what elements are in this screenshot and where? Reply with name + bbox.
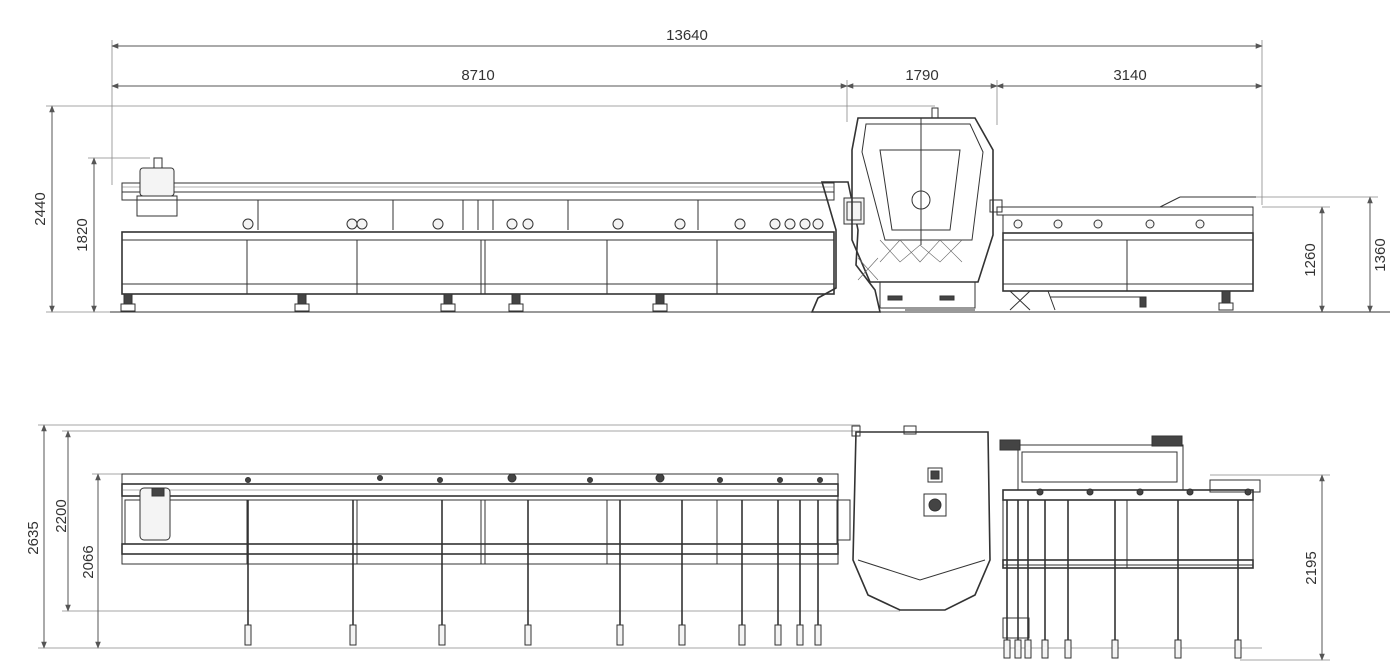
dim-outfeed-table-height: 1260 bbox=[1302, 206, 1325, 313]
dim-infeed-length-label: 8710 bbox=[461, 67, 494, 84]
dim-overall-length-label: 13640 bbox=[666, 27, 708, 44]
dim-plan-outfeed-depth-label: 2195 bbox=[1303, 551, 1320, 584]
dim-overall-height: 2440 bbox=[32, 105, 55, 313]
elevation-dimensions: 13640 8710 1790 3140 2440 1820 bbox=[32, 27, 1390, 313]
dim-plan-overall-depth-label: 2635 bbox=[25, 521, 42, 554]
dim-plan-depth-b: 2066 bbox=[80, 473, 101, 649]
dim-outfeed-length: 3140 bbox=[996, 67, 1263, 89]
plan-infeed-supports bbox=[244, 473, 823, 646]
dim-outfeed-top-height-label: 1360 bbox=[1372, 238, 1389, 271]
dim-outfeed-top-height: 1360 bbox=[1367, 196, 1389, 313]
dim-outfeed-table-height-label: 1260 bbox=[1302, 243, 1319, 276]
plan-view bbox=[121, 425, 1261, 659]
dim-plan-depth-a-label: 2200 bbox=[53, 499, 70, 532]
dim-cutting-unit-width: 1790 bbox=[846, 67, 998, 89]
dim-outfeed-length-label: 3140 bbox=[1113, 67, 1146, 84]
elevation-view bbox=[110, 107, 1390, 313]
dim-infeed-height-label: 1820 bbox=[74, 218, 91, 251]
dim-infeed-length: 8710 bbox=[111, 67, 848, 89]
dim-plan-depth-a: 2200 bbox=[53, 430, 71, 612]
dim-plan-outfeed-depth: 2195 bbox=[1303, 474, 1325, 661]
dim-infeed-height: 1820 bbox=[74, 157, 97, 313]
dim-cutting-unit-width-label: 1790 bbox=[905, 67, 938, 84]
dim-overall-height-label: 2440 bbox=[32, 192, 49, 225]
dim-overall-length: 13640 bbox=[111, 27, 1263, 49]
dim-plan-overall-depth: 2635 bbox=[25, 424, 47, 649]
plan-dimensions: 2635 2200 2066 2195 bbox=[25, 424, 1330, 661]
dim-plan-depth-b-label: 2066 bbox=[80, 545, 97, 578]
